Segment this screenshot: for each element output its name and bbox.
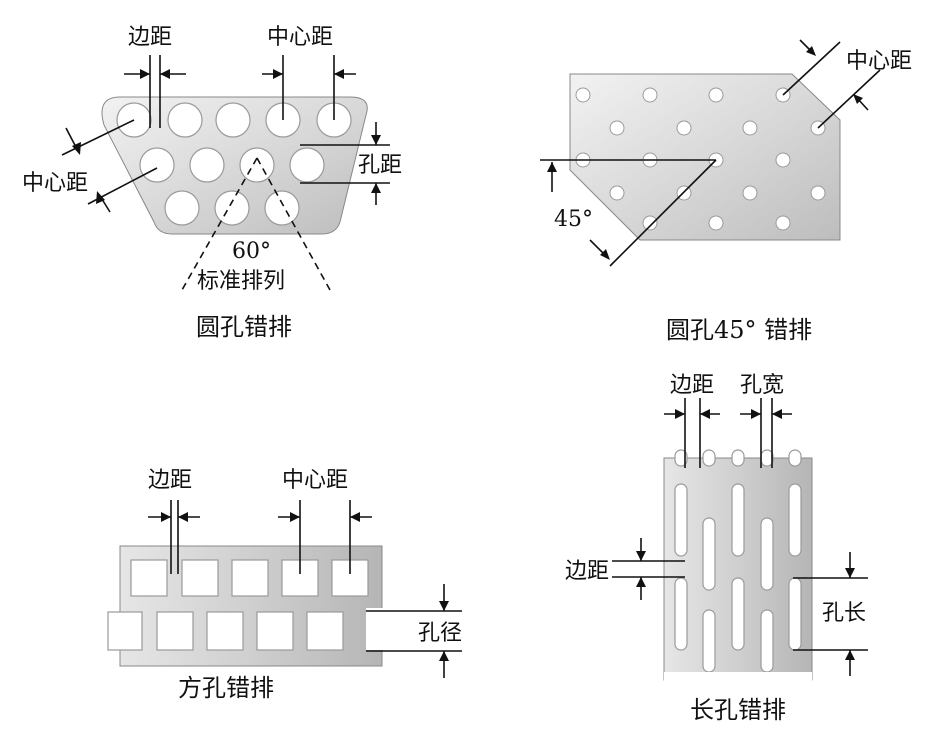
label-hole-diameter: 孔径 (418, 621, 462, 646)
label-hole-distance: 孔距 (358, 153, 402, 178)
label-angle-45: 45° (554, 207, 593, 232)
panel-round-staggered: 边距 中心距 中心距 孔距 60° 标准排列 圆孔错排 (22, 25, 402, 341)
label-slot-edge-distance-top: 边距 (670, 373, 714, 398)
caption-round-45: 圆孔45° 错排 (666, 316, 812, 344)
label-edge-distance: 边距 (128, 25, 172, 50)
panel-slot-staggered: 边距 孔宽 边距 孔长 长孔错排 (565, 373, 868, 724)
label-square-edge-distance: 边距 (148, 468, 192, 493)
label-hole-width: 孔宽 (740, 373, 784, 398)
label-center-distance-top: 中心距 (267, 25, 333, 50)
square-holes (107, 559, 369, 651)
round-holes (116, 102, 352, 226)
panel-square-staggered: 边距 中心距 孔径 方孔错排 (107, 468, 462, 702)
round-holes-45 (575, 87, 826, 231)
label-square-center-distance: 中心距 (282, 468, 348, 493)
plate-45 (569, 73, 841, 241)
slot-holes (674, 449, 802, 673)
label-standard-layout: 标准排列 (197, 269, 285, 294)
label-angle-60: 60° (232, 239, 271, 264)
panel-round-45: 中心距 45° 圆孔45° 错排 (540, 39, 912, 344)
caption-slot-staggered: 长孔错排 (690, 696, 786, 724)
label-center-distance-45: 中心距 (846, 49, 912, 74)
label-hole-length: 孔长 (822, 601, 866, 626)
label-slot-edge-distance-left: 边距 (565, 559, 609, 584)
caption-round-staggered: 圆孔错排 (196, 313, 292, 341)
label-center-distance-left: 中心距 (22, 171, 88, 196)
caption-square-staggered: 方孔错排 (178, 674, 274, 702)
